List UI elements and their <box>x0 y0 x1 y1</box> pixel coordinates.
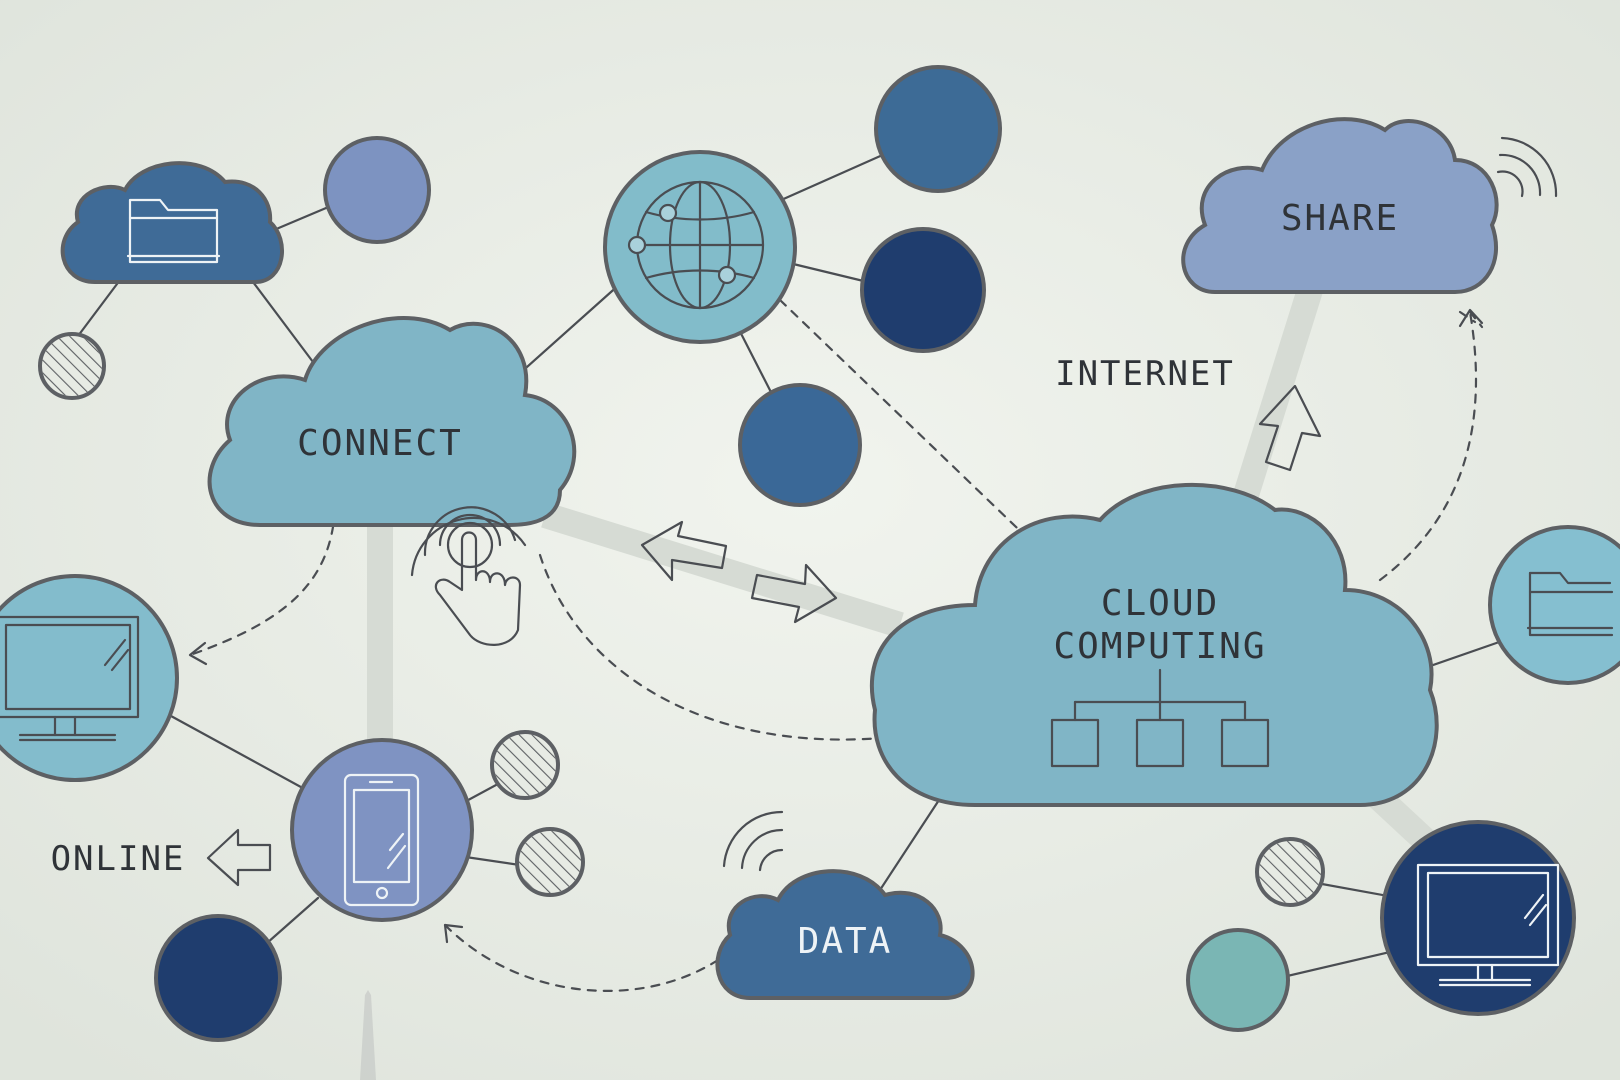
folder-icon-right <box>1526 571 1614 637</box>
online-label: ONLINE <box>51 839 186 879</box>
cloud-label-line1: CLOUD <box>1101 583 1219 624</box>
dashed-arrowhead-monitor <box>188 641 208 666</box>
hatched-node-fill <box>42 336 102 396</box>
wifi-signal-icon-data <box>722 810 784 872</box>
blue-node-top[interactable] <box>874 65 1002 193</box>
connect-cloud[interactable]: CONNECT <box>207 316 577 527</box>
smartphone-icon <box>343 773 420 907</box>
connect-label: CONNECT <box>297 423 463 464</box>
data-label: DATA <box>798 921 893 962</box>
monitor-icon <box>0 615 140 742</box>
monitor-node-right[interactable] <box>1380 820 1576 1016</box>
globe-node[interactable] <box>603 150 797 344</box>
sea-green-node[interactable] <box>1186 928 1290 1032</box>
hierarchy-chart-icon <box>1050 668 1270 768</box>
cloud-computing-cloud[interactable]: CLOUD COMPUTING <box>869 482 1439 807</box>
dashed-connectors <box>188 298 1484 992</box>
share-cloud[interactable]: SHARE <box>1181 117 1499 294</box>
folder-node[interactable] <box>1488 525 1620 685</box>
dashed-arrowhead-phone <box>443 923 464 944</box>
cloud-label-line2: COMPUTING <box>1053 626 1266 667</box>
blue-node-mid[interactable] <box>738 383 862 507</box>
lavender-node[interactable] <box>323 136 431 244</box>
arrow-left-icon <box>206 828 272 887</box>
touch-hand-icon <box>410 506 527 646</box>
hatched-fill-phone-1 <box>494 734 556 796</box>
folder-cloud[interactable] <box>60 161 284 284</box>
navy-node-bottom-left[interactable] <box>154 914 282 1042</box>
hatched-fill-phone-2 <box>519 831 581 893</box>
tower-silhouette <box>360 990 376 1080</box>
folder-icon <box>126 198 221 264</box>
hatched-fill-right <box>1259 841 1321 903</box>
double-arrow-icon <box>640 520 838 624</box>
monitor-icon-right <box>1416 863 1560 987</box>
globe-icon <box>627 180 765 310</box>
monitor-node-left[interactable] <box>0 574 179 782</box>
internet-label: INTERNET <box>1055 354 1235 394</box>
dashed-arrowhead-share <box>1458 308 1484 328</box>
smartphone-node[interactable] <box>290 738 474 922</box>
wifi-signal-icon <box>1496 136 1558 198</box>
data-cloud[interactable]: DATA <box>715 869 975 1000</box>
share-label: SHARE <box>1281 198 1399 239</box>
arrow-up-icon <box>1258 384 1322 472</box>
navy-node[interactable] <box>860 227 986 353</box>
